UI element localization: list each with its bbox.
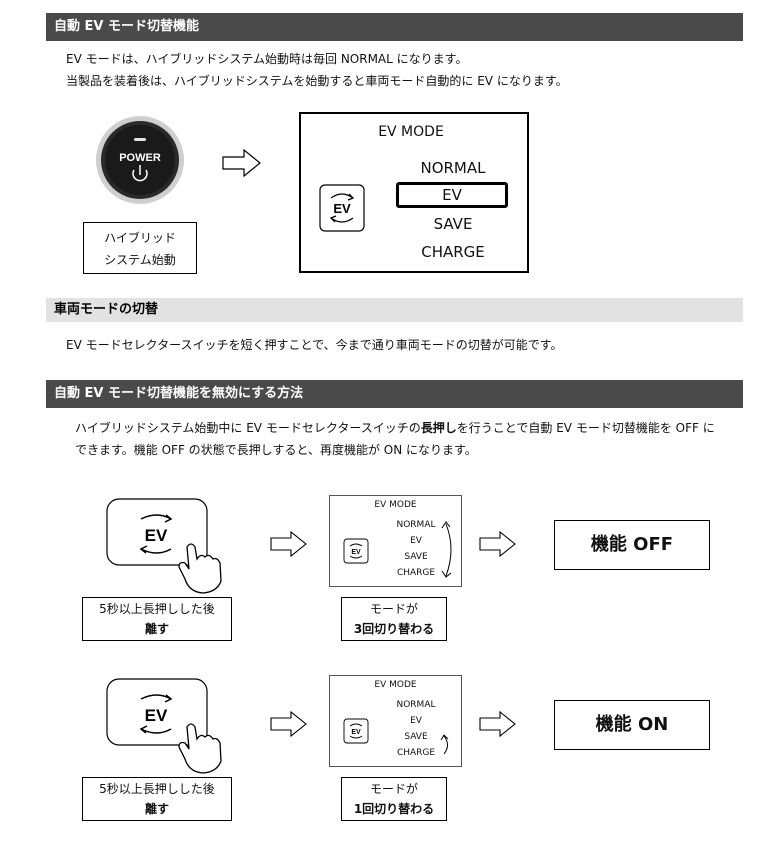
ev-button-text: EV bbox=[145, 526, 168, 545]
ev-mode-display-small: EV MODE EV NORMAL EV SAVE CHARGE bbox=[329, 675, 462, 767]
arrow-right-icon bbox=[479, 531, 517, 557]
section-header-mode-switch: 車両モードの切替 bbox=[46, 298, 743, 322]
power-label: POWER bbox=[119, 152, 161, 164]
display-mode-ev: EV bbox=[442, 186, 462, 204]
ev-switch-icon: EV bbox=[319, 184, 365, 232]
display-title: EV MODE bbox=[378, 124, 444, 140]
section3-text: ハイブリッドシステム始動中に EV モードセレクタースイッチの長押しを行うことで… bbox=[75, 417, 745, 461]
hand-pointer-icon bbox=[178, 543, 222, 594]
display-mode-charge: CHARGE bbox=[396, 568, 436, 578]
ev-button-text: EV bbox=[145, 706, 168, 725]
caption-mode-line1: モードが bbox=[369, 782, 418, 796]
caption-long-press-line2: 離す bbox=[144, 802, 169, 816]
section3-line1: ハイブリッドシステム始動中に EV モードセレクタースイッチの長押しを行うことで… bbox=[75, 417, 745, 439]
arrow-right-icon bbox=[270, 531, 308, 557]
display-mode-charge: CHARGE bbox=[396, 748, 436, 758]
section1-text: EV モードは、ハイブリッドシステム始動時は毎回 NORMAL になります。 当… bbox=[66, 48, 746, 92]
display-mode-save: SAVE bbox=[433, 215, 473, 233]
power-button-graphic: POWER bbox=[96, 116, 184, 204]
display-mode-normal: NORMAL bbox=[396, 520, 436, 530]
hand-pointer-icon bbox=[178, 723, 222, 774]
section3-line2: できます。機能 OFF の状態で長押しすると、再度機能が ON になります。 bbox=[75, 443, 477, 457]
cycle-arrow-icon bbox=[440, 732, 454, 758]
caption-hybrid-start: ハイブリッド システム始動 bbox=[83, 222, 197, 274]
cycle-arrow-icon bbox=[440, 516, 460, 582]
arrow-right-icon bbox=[270, 711, 308, 737]
ev-icon-text: EV bbox=[351, 549, 361, 556]
section1-line2: 当製品を装着後は、ハイブリッドシステムを始動すると車両モード自動的に EV にな… bbox=[66, 74, 568, 88]
display-mode-ev: EV bbox=[410, 716, 422, 726]
procedure-row-on: EV 5秒以上長押しした後 離す EV MODE EV NORMAL EV SA… bbox=[0, 675, 780, 827]
section3-line1-post: を行うことで自動 EV モード切替機能を OFF に bbox=[456, 421, 715, 435]
section2-line1: EV モードセレクタースイッチを短く押すことで、今まで通り車両モードの切替が可能… bbox=[66, 338, 563, 352]
power-symbol-icon bbox=[132, 169, 148, 182]
display-mode-ev-selected: EV bbox=[396, 182, 508, 208]
caption-hybrid-line1: ハイブリッド bbox=[104, 231, 176, 245]
caption-mode-line2: 1回切り替わる bbox=[353, 802, 435, 816]
caption-long-press-line1: 5秒以上長押しした後 bbox=[99, 602, 215, 616]
caption-mode-switch-count: モードが 1回切り替わる bbox=[341, 777, 447, 821]
section3-line1-pre: ハイブリッドシステム始動中に EV モードセレクタースイッチの bbox=[75, 421, 421, 435]
section3-line1-bold: 長押し bbox=[420, 421, 457, 435]
ev-switch-icon: EV bbox=[343, 538, 369, 564]
ev-button-press: EV bbox=[105, 497, 225, 595]
procedure-row-off: EV 5秒以上長押しした後 離す EV MODE EV NORMAL EV SA… bbox=[0, 495, 780, 645]
caption-mode-line1: モードが bbox=[369, 602, 418, 616]
caption-long-press-line1: 5秒以上長押しした後 bbox=[99, 782, 215, 796]
display-mode-save: SAVE bbox=[404, 552, 428, 562]
display-mode-charge: CHARGE bbox=[421, 243, 485, 261]
caption-hybrid-line2: システム始動 bbox=[104, 253, 176, 267]
ev-mode-display-small: EV MODE EV NORMAL EV SAVE CHARGE bbox=[329, 495, 462, 587]
display-mode-save: SAVE bbox=[404, 732, 428, 742]
ev-switch-icon: EV bbox=[343, 718, 369, 744]
caption-mode-switch-count: モードが 3回切り替わる bbox=[341, 597, 447, 641]
arrow-right-icon bbox=[222, 149, 262, 177]
ev-icon-text: EV bbox=[351, 729, 361, 736]
caption-long-press: 5秒以上長押しした後 離す bbox=[82, 597, 232, 641]
section-header-disable: 自動 EV モード切替機能を無効にする方法 bbox=[46, 380, 743, 408]
display-title: EV MODE bbox=[374, 500, 417, 510]
caption-long-press: 5秒以上長押しした後 離す bbox=[82, 777, 232, 821]
result-function-off: 機能 OFF bbox=[554, 520, 710, 570]
ev-mode-display: EV MODE EV NORMAL EV SAVE CHARGE bbox=[299, 112, 529, 273]
caption-long-press-line2: 離す bbox=[144, 622, 169, 636]
section-header-mode-switch-text: 車両モードの切替 bbox=[54, 302, 159, 317]
display-mode-normal: NORMAL bbox=[420, 159, 486, 177]
ev-icon-text: EV bbox=[333, 201, 351, 216]
ev-button-press: EV bbox=[105, 677, 225, 775]
section-header-auto-ev-text: 自動 EV モード切替機能 bbox=[54, 19, 199, 34]
display-mode-ev: EV bbox=[410, 536, 422, 546]
caption-mode-line2: 3回切り替わる bbox=[353, 622, 435, 636]
result-function-on: 機能 ON bbox=[554, 700, 710, 750]
arrow-right-icon bbox=[479, 711, 517, 737]
section-header-disable-text: 自動 EV モード切替機能を無効にする方法 bbox=[54, 386, 304, 401]
section1-line1: EV モードは、ハイブリッドシステム始動時は毎回 NORMAL になります。 bbox=[66, 52, 468, 66]
section-header-auto-ev: 自動 EV モード切替機能 bbox=[46, 13, 743, 41]
power-button: POWER bbox=[95, 115, 185, 205]
display-title: EV MODE bbox=[374, 680, 417, 690]
display-mode-normal: NORMAL bbox=[396, 700, 436, 710]
